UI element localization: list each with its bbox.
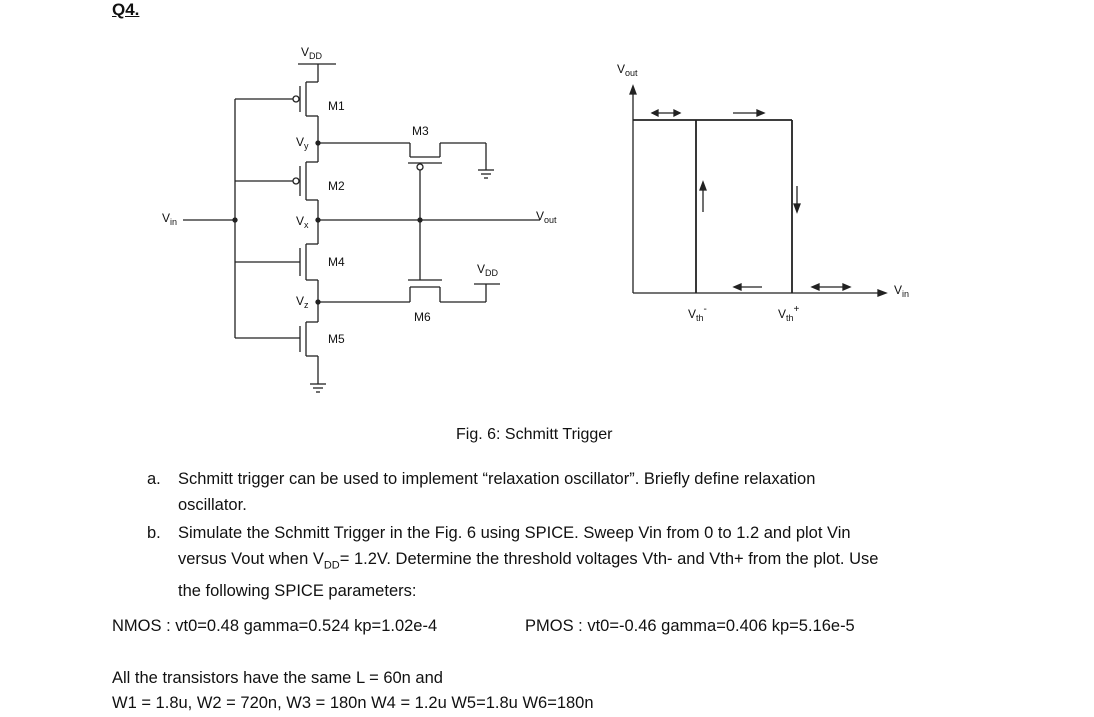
vout-axis-label: Vout (617, 62, 638, 78)
vth-minus-label: Vth- (688, 304, 707, 323)
item-a-line2: oscillator. (178, 496, 247, 514)
item-a-line1: Schmitt trigger can be used to implement… (178, 470, 816, 488)
vx-label: Vx (296, 214, 309, 230)
item-b-marker: b. (147, 524, 161, 542)
hysteresis-labels: Vout Vin Vth- Vth+ (617, 62, 909, 323)
item-b-line2: versus Vout when VDD= 1.2V. Determine th… (178, 550, 879, 572)
item-a-marker: a. (147, 470, 161, 488)
vth-plus-label: Vth+ (778, 304, 800, 323)
schmitt-trigger-figure: VDD M1 Vy M3 M2 Vin Vx Vout M4 VDD Vz M6… (162, 45, 909, 393)
pmos-params: PMOS : vt0=-0.46 gamma=0.406 kp=5.16e-5 (525, 617, 855, 635)
vdd-label: VDD (301, 45, 323, 61)
item-b: b. Simulate the Schmitt Trigger in the F… (147, 520, 879, 604)
m3-label: M3 (412, 124, 429, 138)
schmitt-circuit (183, 63, 540, 393)
item-a: a. Schmitt trigger can be used to implem… (147, 466, 816, 518)
vz-label: Vz (296, 294, 309, 310)
m1-label: M1 (328, 99, 345, 113)
figure-caption: Fig. 6: Schmitt Trigger (456, 426, 613, 443)
vy-label: Vy (296, 135, 309, 151)
m6-label: M6 (414, 310, 431, 324)
nmos-params: NMOS : vt0=0.48 gamma=0.524 kp=1.02e-4 (112, 617, 438, 635)
m4-label: M4 (328, 255, 345, 269)
circuit-labels: VDD M1 Vy M3 M2 Vin Vx Vout M4 VDD Vz M6… (162, 45, 557, 346)
hysteresis-plot (629, 84, 888, 297)
vout-circuit-label: Vout (536, 209, 557, 225)
vdd2-label: VDD (477, 262, 499, 278)
item-b-line3: the following SPICE parameters: (178, 582, 417, 601)
m2-label: M2 (328, 179, 345, 193)
vin-label: Vin (162, 211, 177, 227)
m5-label: M5 (328, 332, 345, 346)
vin-axis-label: Vin (894, 283, 909, 299)
footer-line-1: All the transistors have the same L = 60… (112, 669, 443, 687)
item-b-line1: Simulate the Schmitt Trigger in the Fig.… (178, 524, 851, 542)
question-number: Q4. (112, 0, 140, 19)
footer-line-2: W1 = 1.8u, W2 = 720n, W3 = 180n W4 = 1.2… (112, 694, 594, 712)
